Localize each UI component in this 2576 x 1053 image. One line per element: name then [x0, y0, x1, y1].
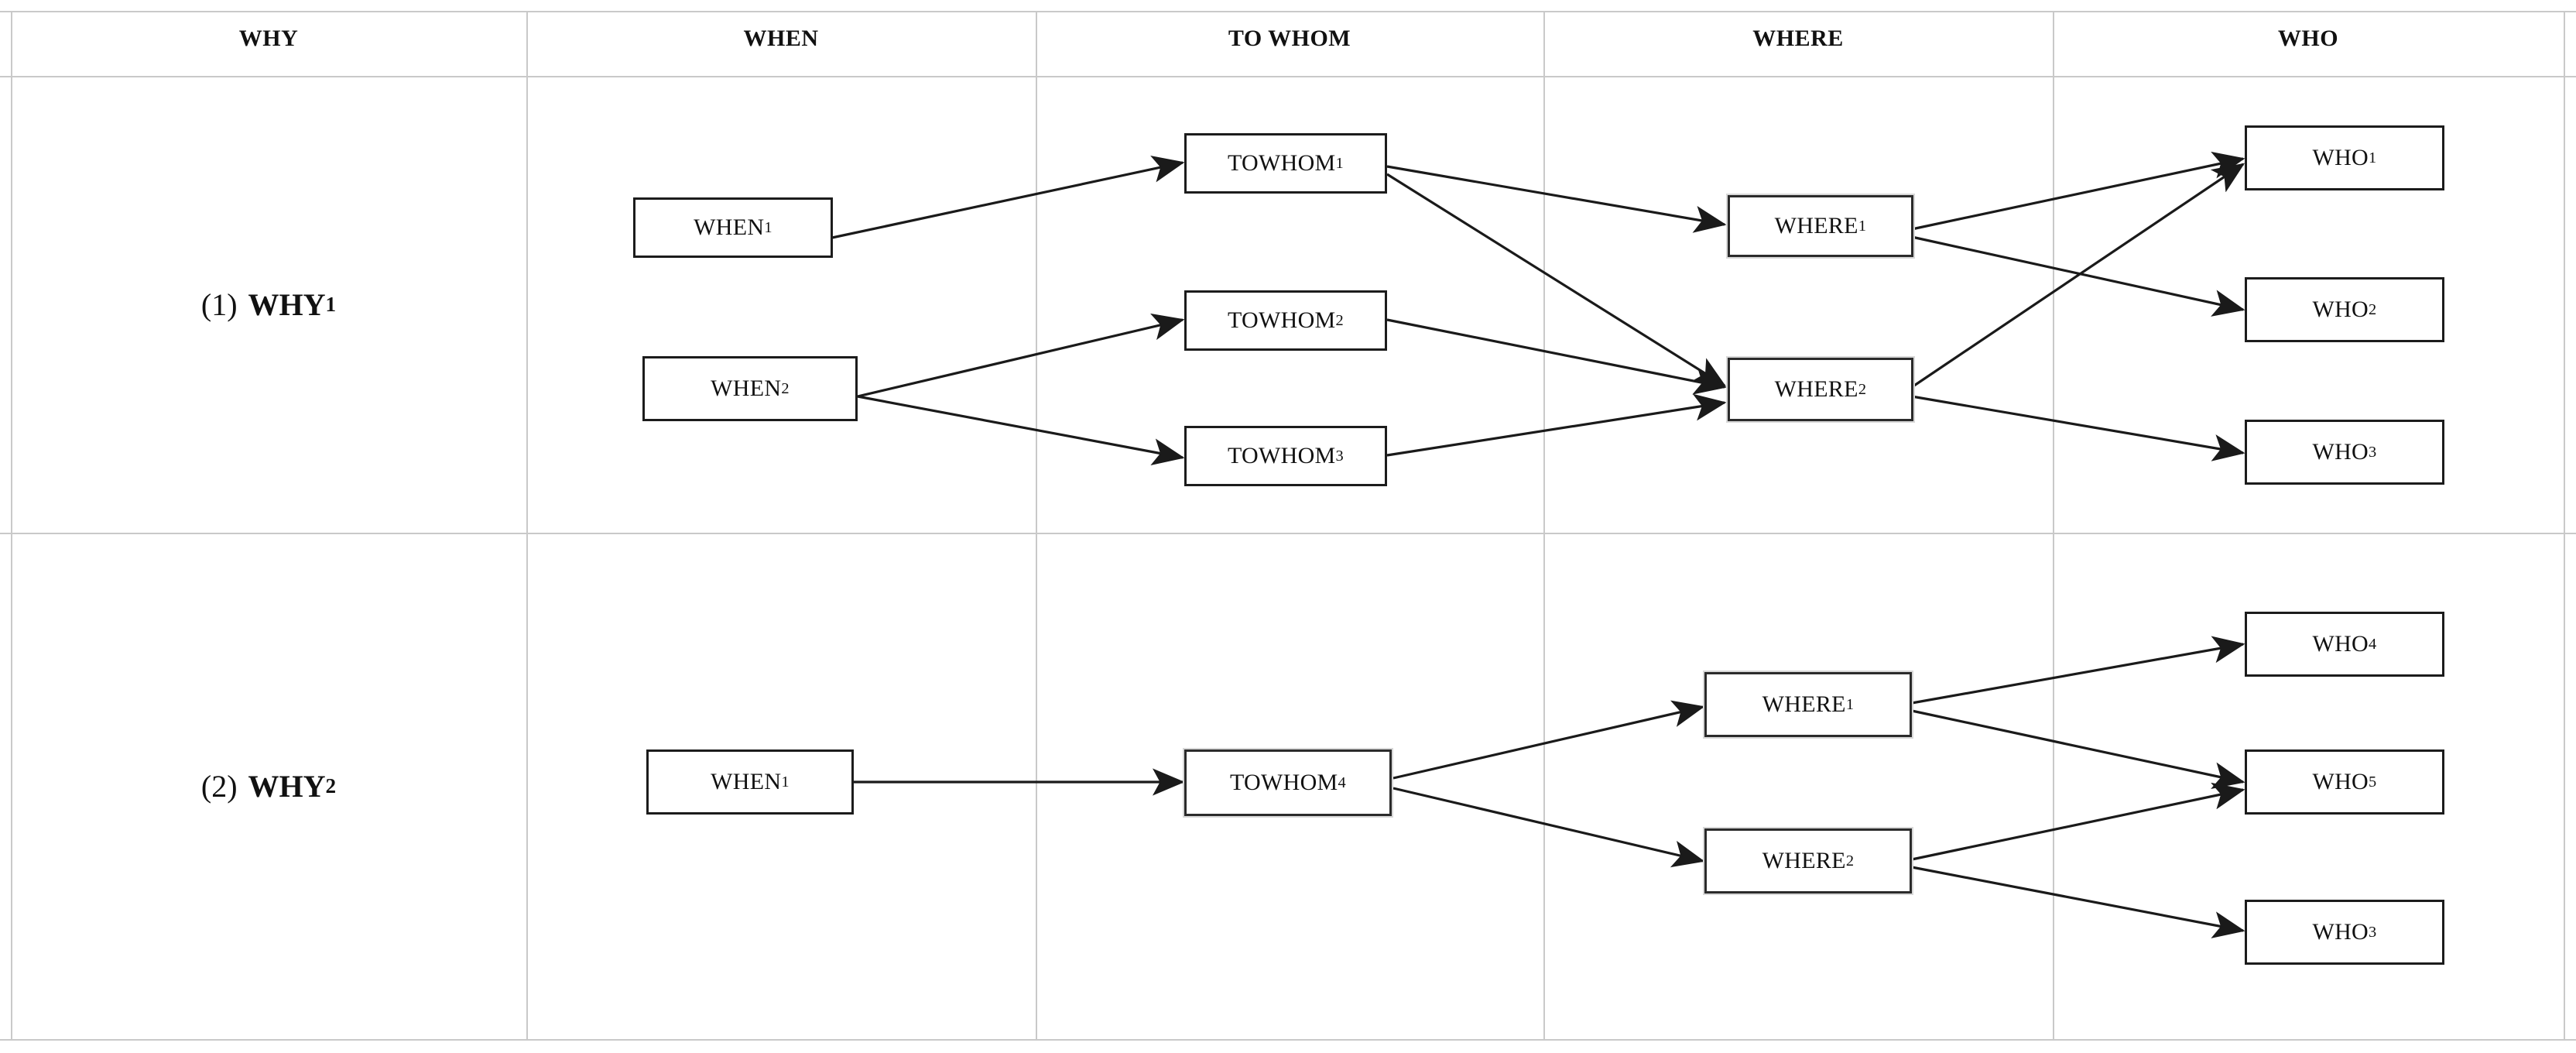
node-label: WHO [2312, 769, 2369, 794]
node-label-sub: 2 [781, 379, 790, 397]
row-number-2: (2) [200, 768, 238, 804]
node-label-sub: 2 [1845, 852, 1855, 869]
node-label: TOWHOM [1229, 770, 1338, 795]
node-label-sub: 2 [2369, 300, 2377, 318]
grid-line-col-towhom-where [1543, 11, 1545, 1041]
node-label: WHEN [711, 376, 782, 401]
node-label: WHO [2312, 297, 2369, 322]
grid-line-col-why-when [526, 11, 528, 1041]
grid-line-header-bottom [0, 76, 2576, 77]
node-label-sub: 1 [781, 773, 790, 791]
node-label: WHERE [1774, 376, 1858, 402]
node-label: TOWHOM [1227, 307, 1336, 333]
node-label: WHEN [694, 214, 765, 240]
grid-line-bottom [0, 1039, 2576, 1041]
grid-line-top [0, 11, 2576, 12]
row-label-base-1: WHY [248, 286, 326, 322]
node-label-sub: 2 [1858, 380, 1867, 398]
node-label-sub: 1 [2369, 149, 2377, 166]
node-label: WHERE [1762, 848, 1846, 873]
row-label-sub-2: 2 [325, 773, 337, 797]
grid-line-left [11, 11, 12, 1041]
node-label-sub: 1 [1845, 695, 1855, 713]
grid-line-row-divider [0, 533, 2576, 534]
node-label: WHO [2312, 439, 2369, 465]
node-label: WHO [2312, 145, 2369, 170]
node-label: WHEN [711, 769, 782, 794]
node-label-sub: 2 [1335, 311, 1345, 329]
node-label-sub: 5 [2369, 773, 2377, 791]
node-label-sub: 3 [1335, 447, 1345, 465]
column-header-where: WHERE [1752, 26, 1844, 51]
node-label-sub: 4 [2369, 635, 2377, 653]
node-label-sub: 4 [1338, 773, 1347, 791]
grid-line-col-when-towhom [1036, 11, 1037, 1041]
node-label: WHERE [1762, 691, 1846, 717]
node-label: WHO [2312, 919, 2369, 945]
node-label: TOWHOM [1227, 443, 1336, 468]
node-label: TOWHOM [1227, 150, 1336, 176]
column-header-why: WHY [238, 26, 299, 51]
row-label-base-2: WHY [248, 768, 326, 804]
row-number-1: (1) [200, 286, 238, 322]
column-header-who: WHO [2277, 26, 2339, 51]
node-label: WHERE [1774, 213, 1858, 238]
row-label-sub-1: 1 [325, 292, 337, 316]
column-header-when: WHEN [743, 26, 819, 51]
grid-line-col-where-who [2053, 11, 2054, 1041]
column-header-towhom: TO WHOM [1228, 26, 1351, 51]
node-label-sub: 3 [2369, 923, 2377, 941]
node-label-sub: 1 [1335, 154, 1345, 172]
grid-line-right [2564, 11, 2565, 1041]
node-label: WHO [2312, 631, 2369, 657]
node-label-sub: 1 [764, 218, 772, 236]
node-label-sub: 1 [1858, 217, 1867, 235]
node-label-sub: 3 [2369, 443, 2377, 461]
